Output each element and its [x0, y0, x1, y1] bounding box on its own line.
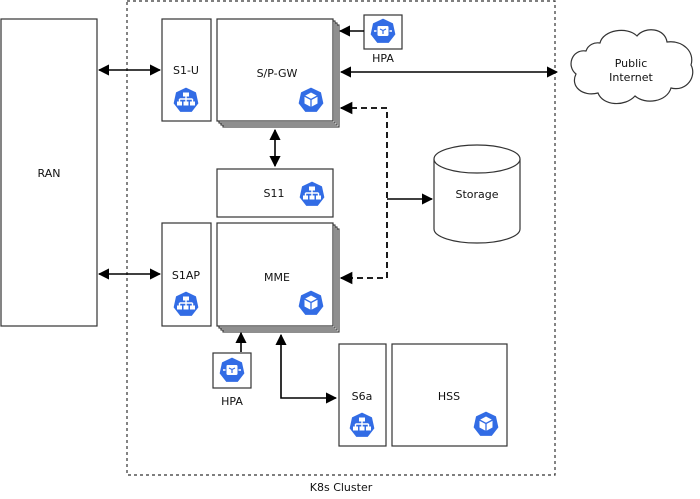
s6a-label: S6a — [352, 390, 373, 403]
s6a-service[interactable]: S6a — [338, 343, 387, 447]
mme-s6a-link — [275, 333, 338, 404]
spgw-label: S/P-GW — [257, 67, 298, 80]
k8s-service-icon — [348, 411, 376, 439]
hpa-bottom[interactable]: HPA — [212, 352, 252, 408]
hpa-top[interactable]: HPA — [363, 14, 403, 65]
hpa-top-label: HPA — [372, 52, 394, 65]
internet-label-line2: Internet — [609, 71, 653, 84]
mme-label: MME — [264, 271, 290, 284]
k8s-service-icon — [172, 290, 200, 318]
hss-deployment[interactable]: HSS — [391, 343, 508, 447]
s1ap-service[interactable]: S1AP — [161, 222, 212, 327]
s1u-label: S1-U — [173, 64, 199, 77]
k8s-service-icon — [172, 86, 200, 114]
k8s-hpa-icon — [369, 17, 397, 45]
k8s-pod-icon — [297, 86, 325, 114]
ran-label: RAN — [38, 167, 61, 180]
s11-service[interactable]: S11 — [216, 168, 334, 218]
k8s-cluster-boundary — [126, 0, 556, 476]
storage-cylinder[interactable]: Storage — [433, 144, 521, 244]
s1ap-label: S1AP — [172, 269, 201, 282]
s1u-service[interactable]: S1-U — [161, 18, 212, 122]
spgw-storage-dashed-link — [339, 101, 388, 285]
s11-label: S11 — [264, 187, 285, 200]
spgw-deployment[interactable]: S/P-GW — [216, 18, 340, 128]
hss-label: HSS — [438, 390, 460, 403]
ran-node[interactable]: RAN — [0, 18, 98, 327]
public-internet-cloud[interactable]: Public Internet — [570, 29, 694, 105]
k8s-hpa-icon — [218, 356, 246, 384]
k8s-pod-icon — [297, 289, 325, 317]
k8s-service-icon — [298, 180, 326, 208]
storage-label: Storage — [455, 188, 498, 201]
internet-label-line1: Public — [615, 57, 648, 70]
k8s-cluster-label: K8s Cluster — [310, 481, 373, 494]
k8s-pod-icon — [472, 410, 500, 438]
mme-deployment[interactable]: MME — [216, 222, 340, 333]
hpa-bottom-label: HPA — [221, 395, 243, 408]
